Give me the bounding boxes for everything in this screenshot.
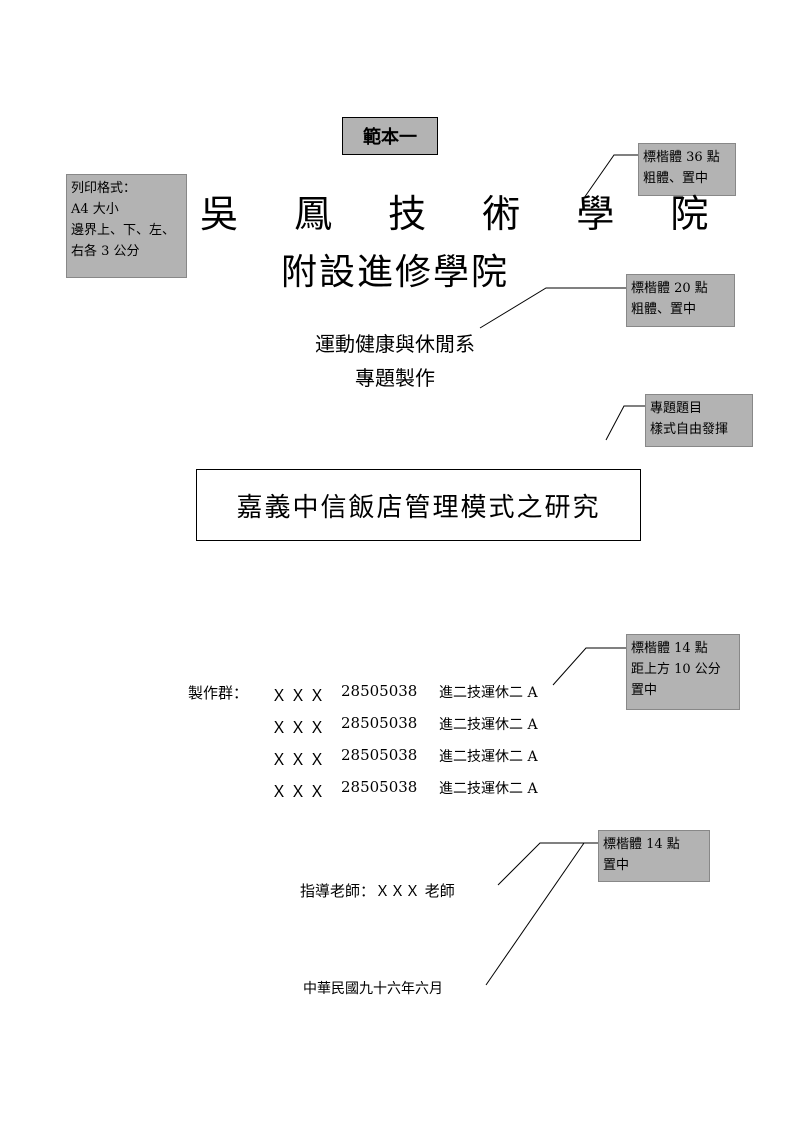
leader-school [583,154,642,199]
print-format-note: 列印格式： A4 大小 邊界上、下、左、 右各 3 公分 [66,174,187,278]
callout-division: 標楷體 20 點 粗體、置中 [626,274,735,327]
date-line: 中華民國九十六年六月 [303,981,443,997]
project-type: 專題製作 [355,366,435,390]
department-name: 運動健康與休閒系 [315,332,475,356]
callout-line: 專題題目 [650,401,703,416]
callout-line: 距上方 10 公分 [631,662,721,677]
maker-id: 28505038 [341,682,418,700]
maker-id: 28505038 [341,714,418,732]
maker-name: ＸＸＸ [271,782,329,801]
maker-id: 28505038 [341,746,418,764]
thesis-title-box: 嘉義中信飯店管理模式之研究 [196,469,641,541]
thesis-title: 嘉義中信飯店管理模式之研究 [236,492,601,523]
maker-name: ＸＸＸ [271,686,329,705]
maker-name: ＸＸＸ [271,718,329,737]
maker-id: 28505038 [341,778,418,796]
callout-line: 標楷體 14 點 [631,641,708,656]
maker-class: 進二技運休二 A [439,685,538,701]
print-note-line: A4 大小 [71,202,119,217]
division-name: 附設進修學院 [280,252,509,293]
maker-name: ＸＸＸ [271,750,329,769]
maker-class: 進二技運休二 A [439,749,538,765]
makers-label: 製作群： [188,684,249,702]
leader-date [485,842,585,986]
callout-line: 標楷體 36 點 [643,150,720,165]
sample-label-box: 範本一 [342,117,438,155]
callout-advisor: 標楷體 14 點 置中 [598,830,710,882]
maker-class: 進二技運休二 A [439,781,538,797]
callout-makers: 標楷體 14 點 距上方 10 公分 置中 [626,634,740,710]
school-name: 吳 鳳 技 術 學 院 [200,192,731,236]
sample-label: 範本一 [363,127,417,148]
advisor-line: 指導老師：ＸＸＸ 老師 [300,882,455,900]
callout-line: 置中 [631,683,658,698]
leader-makers [552,647,630,686]
maker-class: 進二技運休二 A [439,717,538,733]
leader-advisor [497,842,600,886]
callout-line: 標楷體 14 點 [603,837,680,852]
leader-division [479,287,626,329]
callout-line: 粗體、置中 [643,171,709,186]
callout-line: 標楷體 20 點 [631,281,708,296]
callout-school: 標楷體 36 點 粗體、置中 [638,143,736,196]
callout-title: 專題題目 樣式自由發揮 [645,394,753,447]
print-note-line: 邊界上、下、左、 [71,223,176,238]
print-note-line: 右各 3 公分 [71,244,140,259]
leader-title [605,405,646,441]
callout-line: 粗體、置中 [631,302,697,317]
callout-line: 置中 [603,858,630,873]
callout-line: 樣式自由發揮 [650,422,729,437]
print-note-line: 列印格式： [71,181,137,196]
